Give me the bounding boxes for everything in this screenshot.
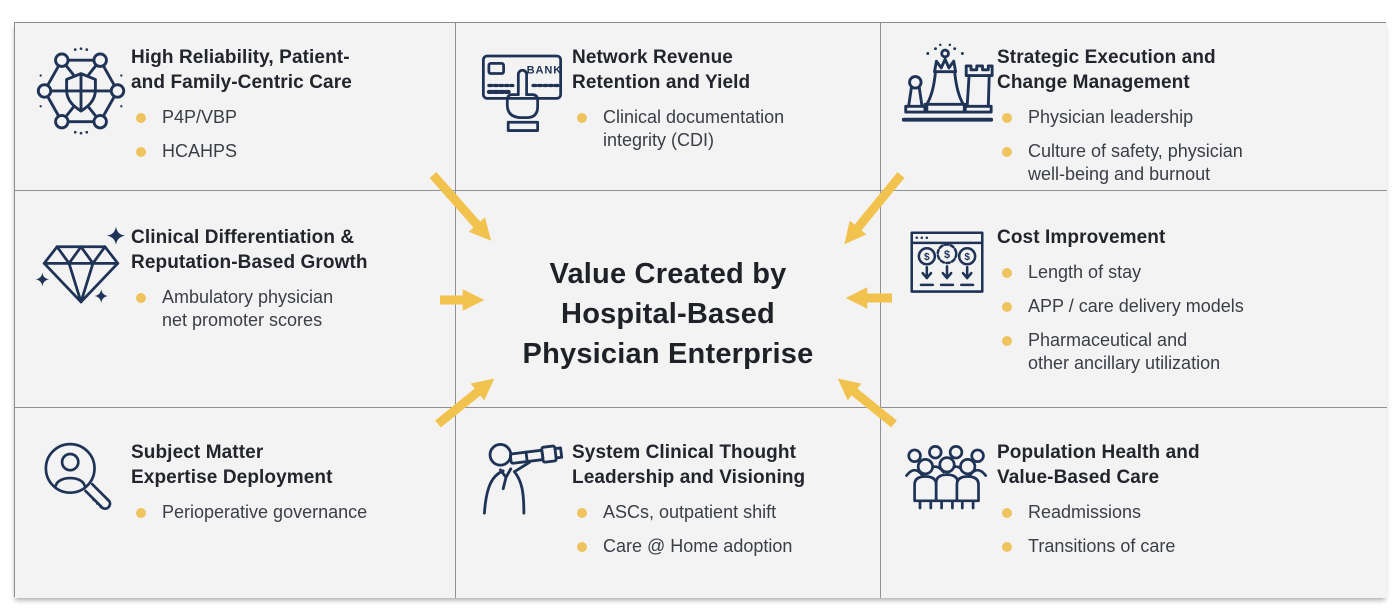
bullet-dot [1002,147,1012,158]
magnifier-person-icon [31,436,131,526]
cost-dollars-icon: $ $ $ [897,221,997,305]
cell-cost-improvement: $ $ $ Cost Improvement Length of stay AP… [881,191,1387,408]
cell-strategic-execution: Strategic Execution and Change Managemen… [881,23,1387,191]
bank-card-icon: BANK [472,41,572,141]
diamond-icon [31,221,131,313]
bullet-list: P4P/VBP HCAHPS [131,106,443,163]
cell-title: High Reliability, Patient- and Family-Ce… [131,47,352,94]
value-diagram: High Reliability, Patient- and Family-Ce… [14,22,1387,598]
bullet-item: Culture of safety, physician well-being … [997,140,1375,186]
cell-center-value: Value Created by Hospital-Based Physicia… [456,191,881,408]
bullet-text: Pharmaceutical and other ancillary utili… [1028,330,1221,374]
bullet-dot [577,542,587,553]
bullet-text: Culture of safety, physician well-being … [1028,141,1243,185]
cell-system-clinical-thought: System Clinical Thought Leadership and V… [456,408,881,598]
bullet-text: ASCs, outpatient shift [603,502,777,523]
bullet-item: Length of stay [997,261,1375,284]
bullet-text: Length of stay [1028,262,1142,283]
bullet-item: APP / care delivery models [997,295,1375,318]
bullet-dot [577,113,587,124]
people-group-icon [897,436,997,526]
network-shield-icon [31,41,131,137]
svg-text:BANK: BANK [527,65,563,77]
bullet-item: Ambulatory physician net promoter scores [131,286,443,332]
bullet-list: Length of stay APP / care delivery model… [997,261,1375,375]
bullet-text: Ambulatory physician net promoter scores [162,287,334,331]
bullet-list: Physician leadership Culture of safety, … [997,106,1375,186]
bullet-list: Perioperative governance [131,501,443,524]
bullet-text: Readmissions [1028,502,1142,523]
bullet-text: Transitions of care [1028,536,1176,557]
bullet-item: Clinical documentation integrity (CDI) [572,106,868,152]
bullet-list: Readmissions Transitions of care [997,501,1375,558]
chess-strategy-icon [897,41,997,137]
cell-clinical-differentiation: Clinical Differentiation & Reputation-Ba… [15,191,456,408]
bullet-dot [136,113,146,124]
cell-title: Cost Improvement [997,227,1166,248]
cell-title: Population Health and Value-Based Care [997,442,1200,489]
cell-subject-matter: Subject Matter Expertise Deployment Peri… [15,408,456,598]
bullet-list: ASCs, outpatient shift Care @ Home adopt… [572,501,868,558]
value-grid: High Reliability, Patient- and Family-Ce… [15,23,1387,598]
center-title: Value Created by Hospital-Based Physicia… [522,257,814,370]
cell-high-reliability: High Reliability, Patient- and Family-Ce… [15,23,456,191]
bullet-item: Care @ Home adoption [572,535,868,558]
cell-title: System Clinical Thought Leadership and V… [572,442,806,489]
bullet-text: Perioperative governance [162,502,368,523]
bullet-item: Readmissions [997,501,1375,524]
bullet-dot [136,293,146,304]
bullet-text: Physician leadership [1028,107,1194,128]
bullet-dot [1002,302,1012,313]
bullet-item: Transitions of care [997,535,1375,558]
cell-title: Network Revenue Retention and Yield [572,47,751,94]
bullet-item: HCAHPS [131,140,443,163]
bullet-dot [1002,508,1012,519]
bullet-dot [1002,336,1012,347]
bullet-text: Care @ Home adoption [603,536,793,557]
svg-text:$: $ [944,249,950,261]
bullet-dot [136,147,146,158]
bullet-text: APP / care delivery models [1028,296,1244,317]
bullet-item: Physician leadership [997,106,1375,129]
bullet-list: Clinical documentation integrity (CDI) [572,106,868,152]
telescope-person-icon [472,436,572,530]
bullet-text: Clinical documentation integrity (CDI) [603,107,785,151]
bullet-item: P4P/VBP [131,106,443,129]
bullet-dot [577,508,587,519]
svg-text:$: $ [964,252,970,263]
bullet-dot [136,508,146,519]
bullet-item: Perioperative governance [131,501,443,524]
bullet-item: Pharmaceutical and other ancillary utili… [997,329,1375,375]
bullet-list: Ambulatory physician net promoter scores [131,286,443,332]
svg-text:$: $ [924,252,930,263]
cell-network-revenue: BANK Network Revenue Retention and Yield… [456,23,881,191]
bullet-text: HCAHPS [162,141,238,162]
cell-population-health: Population Health and Value-Based Care R… [881,408,1387,598]
cell-title: Strategic Execution and Change Managemen… [997,47,1216,94]
bullet-dot [1002,542,1012,553]
bullet-text: P4P/VBP [162,107,238,128]
bullet-item: ASCs, outpatient shift [572,501,868,524]
bullet-dot [1002,113,1012,124]
bullet-dot [1002,268,1012,279]
cell-title: Clinical Differentiation & Reputation-Ba… [131,227,368,274]
cell-title: Subject Matter Expertise Deployment [131,442,333,489]
